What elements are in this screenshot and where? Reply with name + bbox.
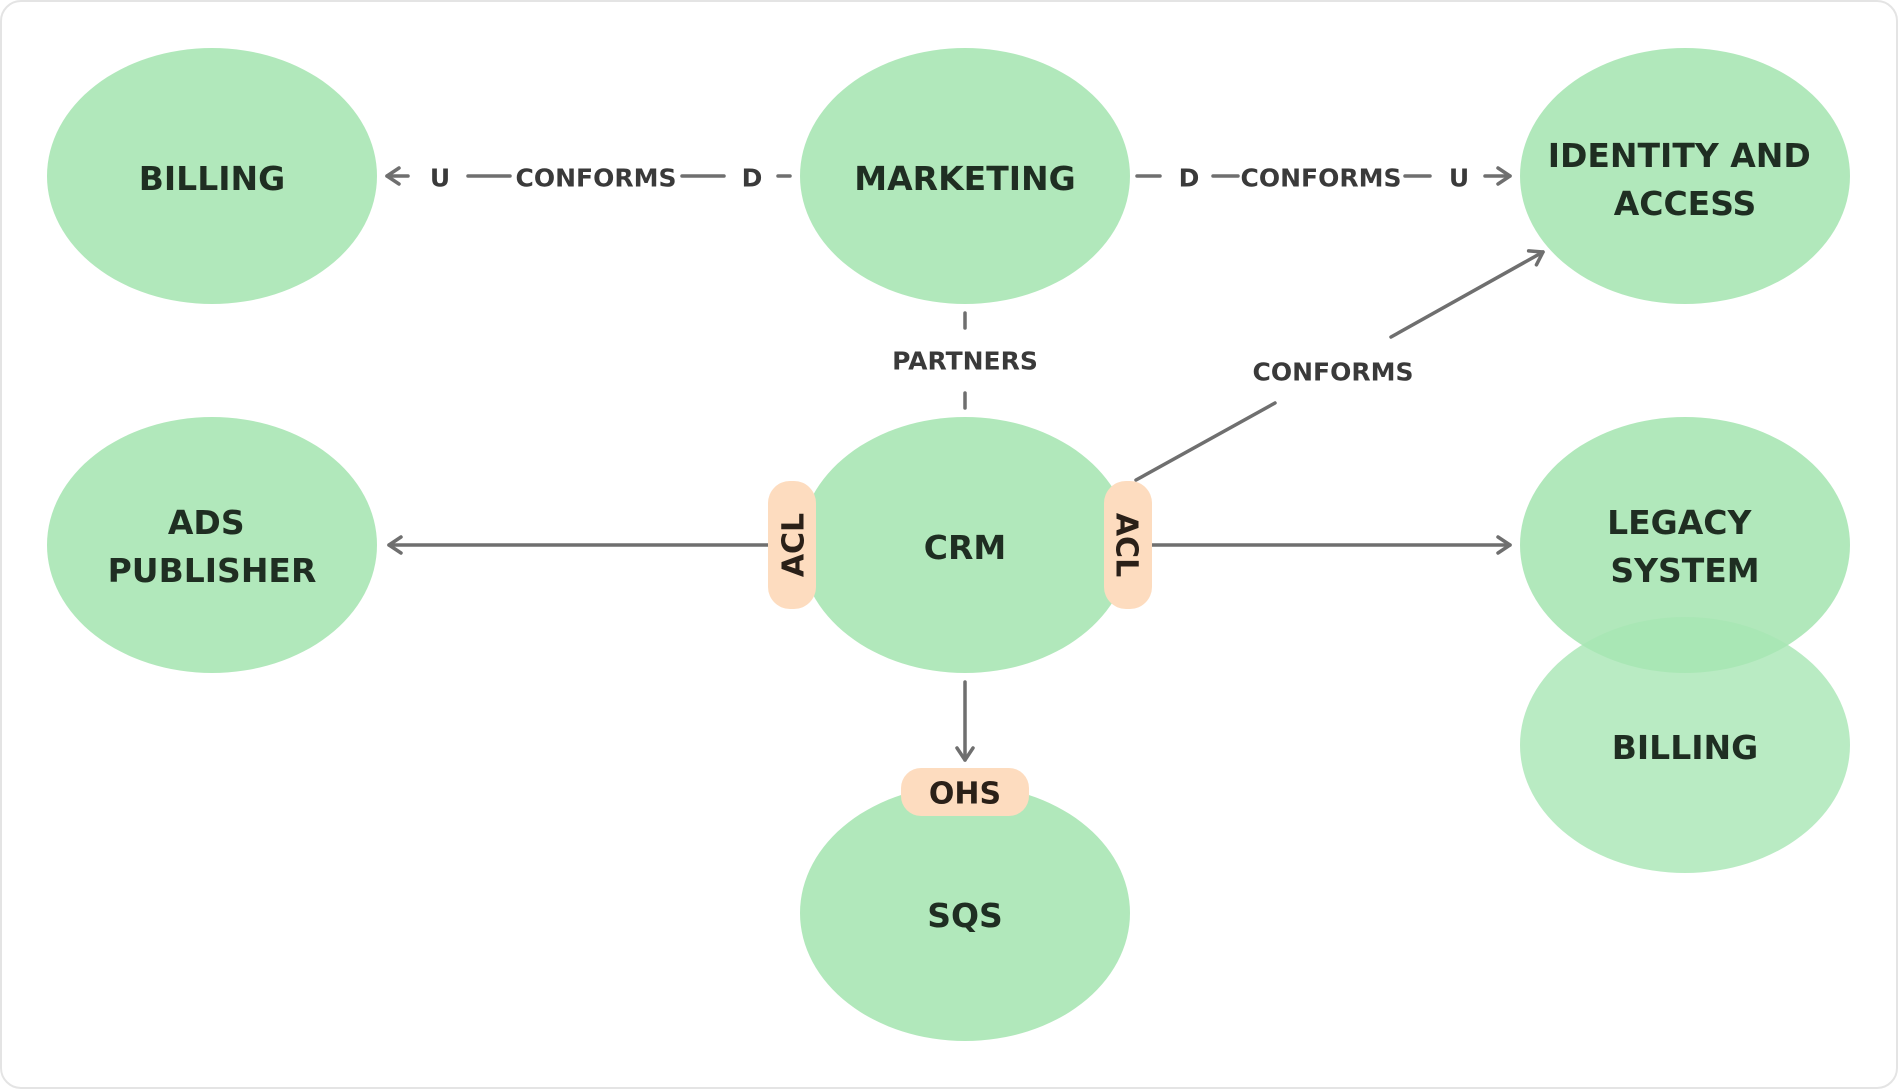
node-crm-label: CRM	[924, 528, 1006, 567]
tag-acl-left-label: ACL	[777, 513, 812, 577]
node-ads-line-1: ADS	[168, 503, 245, 542]
tag-ohs-label: OHS	[929, 777, 1001, 812]
node-sqs-label: SQS	[927, 896, 1003, 935]
edge-ci-seg-1	[1134, 401, 1277, 482]
node-identity-line-2: ACCESS	[1614, 184, 1757, 223]
tag-ohs: OHS	[901, 768, 1029, 816]
node-legacy-line-1: LEGACY	[1607, 503, 1752, 542]
node-billing-bottom-line-1: BILLING	[1612, 728, 1758, 767]
node-billing-bottom-shape	[1520, 617, 1850, 873]
node-identity-shape	[1520, 48, 1850, 304]
tag-acl-left-shape	[768, 481, 816, 609]
label-partners: PARTNERS	[892, 347, 1038, 376]
node-sqs-line-1: SQS	[927, 896, 1003, 935]
node-billing-top-label: BILLING	[139, 159, 285, 198]
label-conforms-right: CONFORMS	[1241, 164, 1402, 193]
label-conforms-left: CONFORMS	[516, 164, 677, 193]
node-identity-label: IDENTITY AND ACCESS	[1548, 136, 1823, 223]
tag-acl-right-shape	[1104, 481, 1152, 609]
node-legacy-line-2: SYSTEM	[1610, 551, 1759, 590]
edge-ci-seg-arrow	[1389, 249, 1545, 339]
node-crm-shape	[800, 417, 1130, 673]
node-legacy-shape	[1520, 417, 1850, 673]
edge-crm-identity	[1134, 249, 1545, 482]
node-identity-and-access: IDENTITY AND ACCESS	[1520, 48, 1850, 304]
node-legacy-label: LEGACY SYSTEM	[1607, 503, 1763, 590]
label-conforms-diagonal: CONFORMS	[1253, 358, 1414, 387]
tag-acl-right-label: ACL	[1109, 513, 1144, 577]
node-marketing-shape	[800, 48, 1130, 304]
tag-ohs-shape	[901, 768, 1029, 816]
node-crm: CRM	[800, 417, 1130, 673]
node-marketing: MARKETING	[800, 48, 1130, 304]
label-u-right: U	[1449, 164, 1469, 193]
tag-acl-right: ACL	[1104, 481, 1152, 609]
node-ads-publisher: ADS PUBLISHER	[47, 417, 377, 673]
label-u-left: U	[430, 164, 450, 193]
node-marketing-line-1: MARKETING	[854, 159, 1075, 198]
label-d-left: D	[742, 164, 763, 193]
node-sqs-shape	[800, 785, 1130, 1041]
label-d-right: D	[1179, 164, 1200, 193]
node-marketing-label: MARKETING	[854, 159, 1075, 198]
node-legacy-system: LEGACY SYSTEM	[1520, 417, 1850, 673]
node-billing-bottom-label: BILLING	[1612, 728, 1758, 767]
node-ads-shape	[47, 417, 377, 673]
node-crm-line-1: CRM	[924, 528, 1006, 567]
tag-acl-left: ACL	[768, 481, 816, 609]
node-ads-line-2: PUBLISHER	[108, 551, 317, 590]
node-sqs: SQS	[800, 785, 1130, 1041]
node-identity-line-1: IDENTITY AND	[1548, 136, 1811, 175]
node-billing-bottom: BILLING	[1520, 617, 1850, 873]
node-billing-top: BILLING	[47, 48, 377, 304]
node-billing-top-shape	[47, 48, 377, 304]
node-ads-label: ADS PUBLISHER	[108, 503, 317, 590]
node-billing-top-line-1: BILLING	[139, 159, 285, 198]
